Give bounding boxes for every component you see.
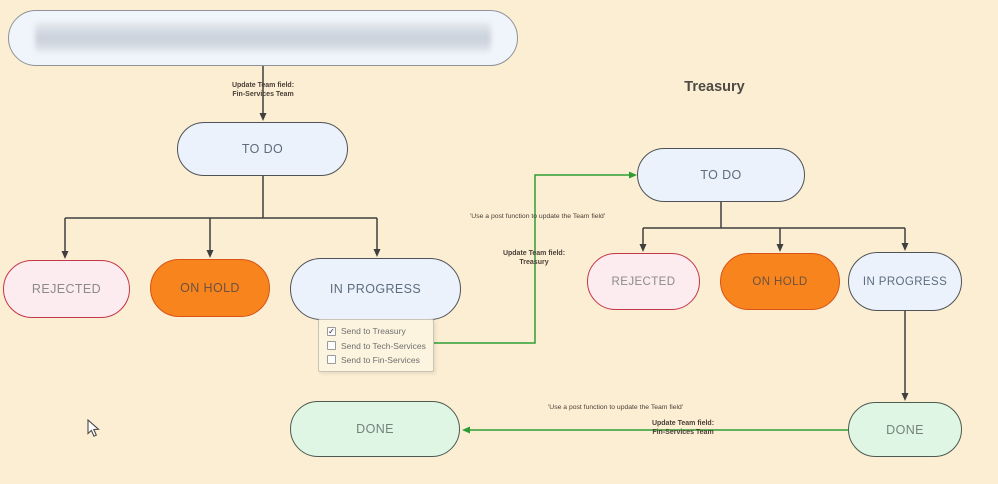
option-send-to-fin-services[interactable]: Send to Fin-Services [319,355,433,365]
node-label: IN PROGRESS [862,275,948,288]
left-node-rejected[interactable]: REJECTED [3,260,130,318]
checkbox-unchecked-icon[interactable] [327,341,336,350]
checkbox-checked-icon[interactable]: ✓ [327,326,336,336]
transition-label-line1: Update Team field: [231,82,295,89]
right-node-on-hold[interactable]: ON HOLD [720,253,840,310]
node-label: REJECTED [611,275,676,288]
node-label: IN PROGRESS [329,282,422,296]
transition-label-line1: Update Team field: [651,420,715,427]
right-node-rejected[interactable]: REJECTED [587,253,700,310]
right-node-in-progress[interactable]: IN PROGRESS [848,252,962,311]
node-label: TO DO [700,168,742,182]
checkbox-label: Send to Tech-Services [341,340,426,351]
send-options-panel: ✓ Send to Treasury Send to Tech-Services… [318,319,434,372]
node-label: ON HOLD [180,281,240,295]
post-function-note-treasury: 'Use a post function to update the Team … [470,213,606,220]
left-node-on-hold[interactable]: ON HOLD [150,259,270,317]
right-node-done[interactable]: DONE [848,402,962,457]
green-connectors [434,174,848,431]
transition-label-fin-services-done: Update Team field: Fin-Services Team [623,419,743,437]
post-function-note-fin-services: 'Use a post function to update the Team … [548,404,684,411]
black-arrowheads [61,113,909,401]
node-label: DONE [356,422,394,436]
green-arrowheads [462,171,637,434]
right-node-todo[interactable]: TO DO [637,148,805,202]
transition-label-line1: Update Team field: [502,250,566,257]
checkbox-label: Send to Treasury [341,326,406,337]
checkbox-unchecked-icon[interactable] [327,355,336,365]
redacted-header-node[interactable] [8,10,518,66]
left-node-in-progress[interactable]: IN PROGRESS [290,258,461,320]
option-send-to-treasury[interactable]: ✓ Send to Treasury [319,326,433,336]
redacted-text-blur [35,22,491,53]
transition-label-fin-services: Update Team field: Fin-Services Team [203,81,323,99]
left-node-done[interactable]: DONE [290,401,460,457]
black-connectors [64,66,906,394]
transition-label-line2: Fin-Services Team [652,429,714,437]
node-label: TO DO [241,142,284,156]
option-send-to-tech-services[interactable]: Send to Tech-Services [319,341,433,351]
left-node-todo[interactable]: TO DO [177,122,348,176]
transition-label-line2: Treasury [519,259,549,267]
node-label: ON HOLD [752,275,808,288]
transition-label-line2: Fin-Services Team [232,91,294,99]
node-label: REJECTED [31,282,102,296]
transition-label-treasury: Update Team field: Treasury [474,249,594,267]
node-label: DONE [886,422,924,437]
mouse-cursor-icon [87,418,101,443]
checkbox-label: Send to Fin-Services [341,354,420,365]
treasury-section-title: Treasury [684,79,745,95]
